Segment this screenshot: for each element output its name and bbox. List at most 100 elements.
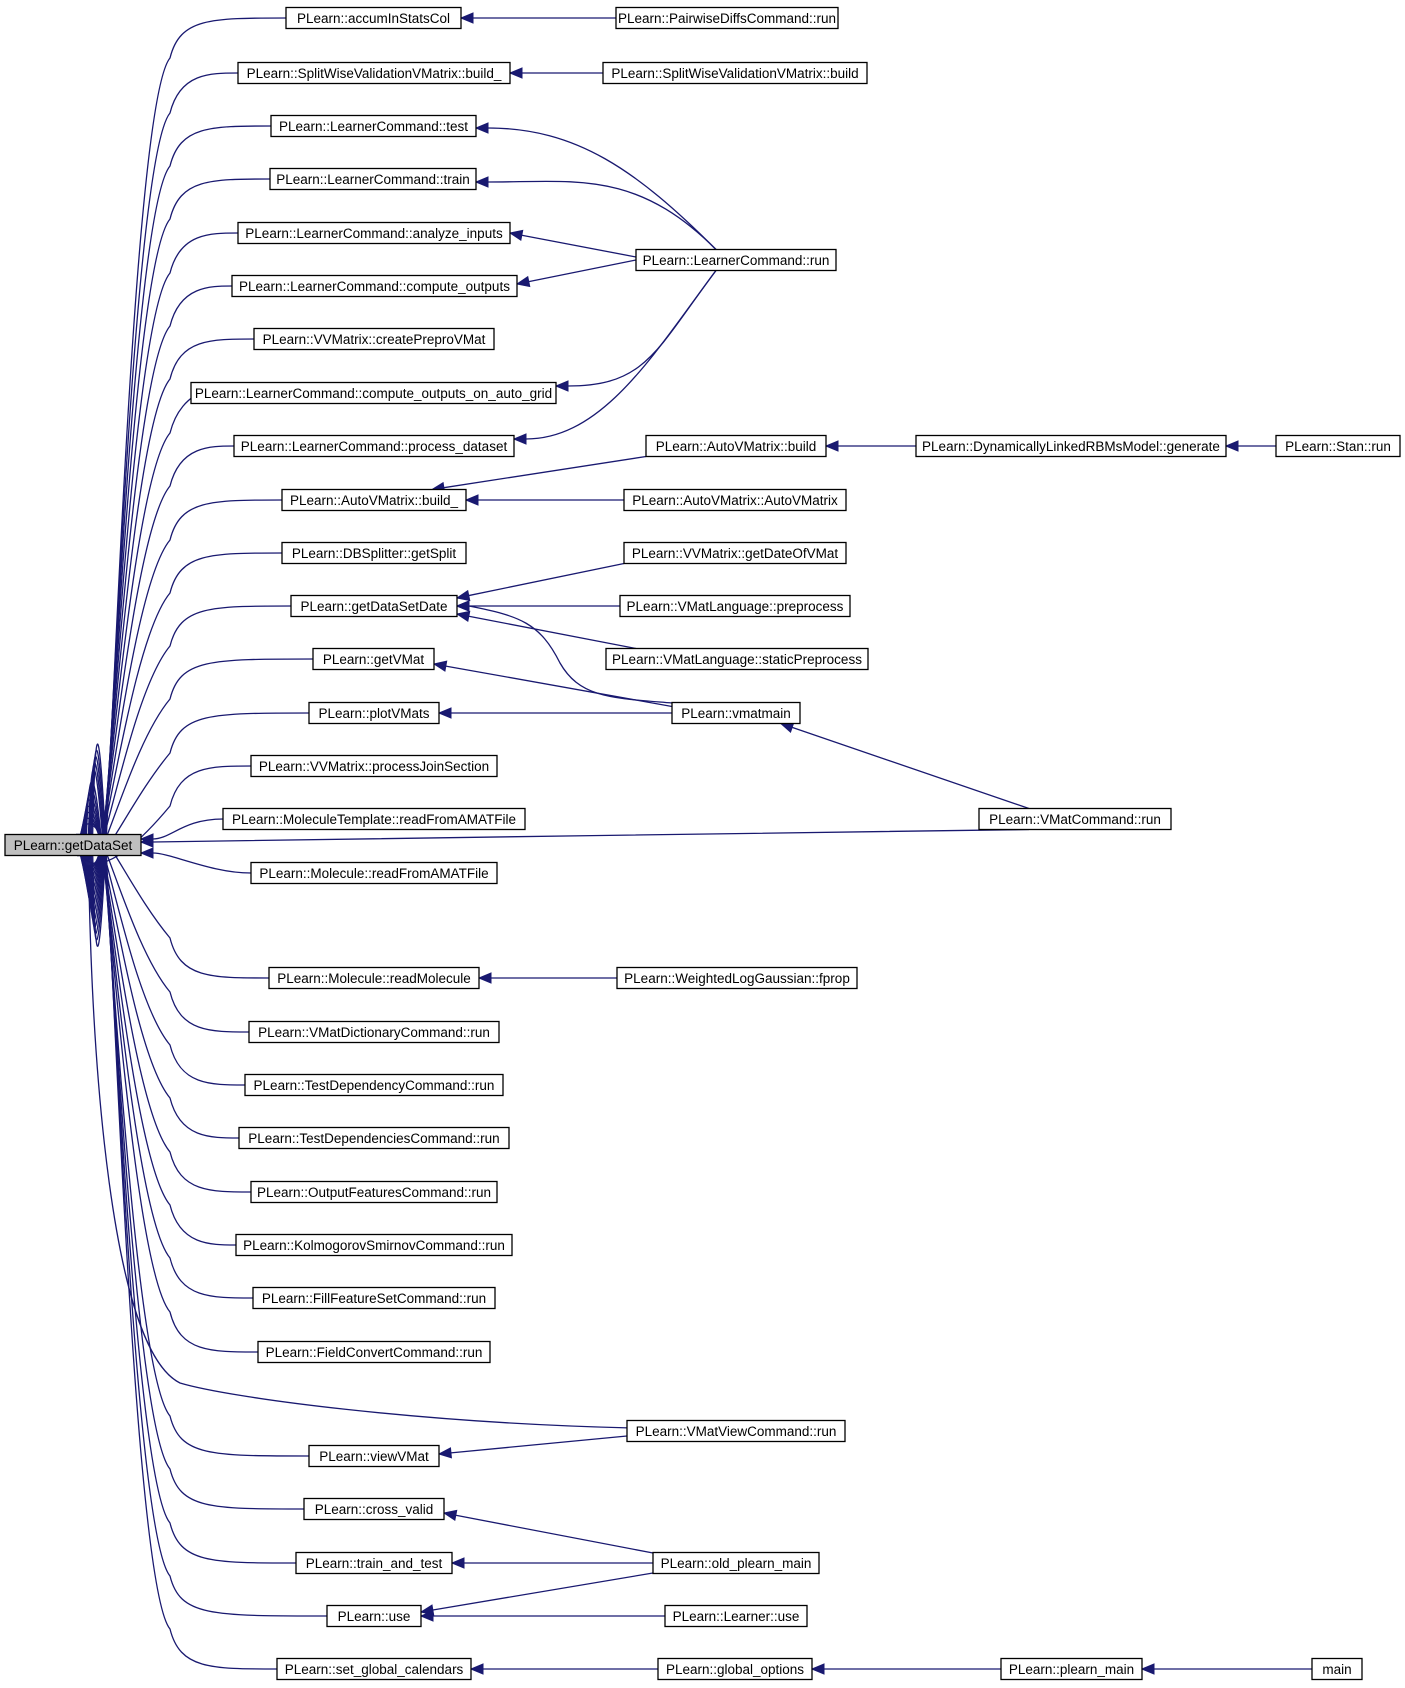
node-vmatCmdRun[interactable]: PLearn::VMatCommand::run [978,807,1172,831]
edge-vmatmain-to-plotVMats [437,707,672,719]
node-vvGetDate[interactable]: PLearn::VVMatrix::getDateOfVMat [623,541,847,565]
node-box [235,1233,513,1257]
node-box [915,434,1227,458]
node-getDataSet[interactable]: PLearn::getDataSet [4,833,142,857]
edge-globalOptions-to-setGlobalCal [469,1663,658,1675]
node-learnerUse[interactable]: PLearn::Learner::use [664,1604,808,1628]
node-dlrbmGenerate[interactable]: PLearn::DynamicallyLinkedRBMsModel::gene… [915,434,1227,458]
edge-vmatCmdRun-to-vmatmain [779,722,1030,810]
node-lcProcess[interactable]: PLearn::LearnerCommand::process_dataset [233,434,515,458]
node-box [1311,1657,1363,1681]
node-autoBuild[interactable]: PLearn::AutoVMatrix::build [645,434,827,458]
node-molReadMol[interactable]: PLearn::Molecule::readMolecule [268,966,480,990]
node-label: PLearn::plotVMats [318,706,429,721]
node-label: main [1322,1662,1351,1677]
node-box [231,274,518,298]
node-lcComputeGrid[interactable]: PLearn::LearnerCommand::compute_outputs_… [190,381,557,405]
node-box [312,647,435,671]
node-label: PLearn::TestDependenciesCommand::run [248,1131,499,1146]
node-globalOptions[interactable]: PLearn::global_options [657,1657,813,1681]
node-box [623,541,847,565]
node-vmViewRun[interactable]: PLearn::VMatViewCommand::run [626,1419,846,1443]
node-box [326,1604,422,1628]
node-label: PLearn::plearn_main [1009,1662,1134,1677]
node-box [616,966,858,990]
node-trainTest[interactable]: PLearn::train_and_test [295,1551,453,1575]
node-lcTest[interactable]: PLearn::LearnerCommand::test [270,114,477,138]
node-pairwiseDiffsRun[interactable]: PLearn::PairwiseDiffsCommand::run [615,6,839,30]
node-crossValid[interactable]: PLearn::cross_valid [303,1497,445,1521]
node-getDataSetDate[interactable]: PLearn::getDataSetDate [290,594,458,618]
node-label: PLearn::LearnerCommand::run [643,253,830,268]
node-label: PLearn::AutoVMatrix::build [656,439,817,454]
node-box [237,221,511,245]
edge-lcRun-to-lcProcess [512,270,717,445]
node-lcTrain[interactable]: PLearn::LearnerCommand::train [269,167,477,191]
node-box [190,381,557,405]
node-box [308,701,440,725]
node-vmlStatic[interactable]: PLearn::VMatLanguage::staticPreprocess [605,647,869,671]
node-box [250,754,498,778]
node-use[interactable]: PLearn::use [326,1604,422,1628]
node-molTplRead[interactable]: PLearn::MoleculeTemplate::readFromAMATFi… [222,807,526,831]
node-label: PLearn::FieldConvertCommand::run [266,1345,483,1360]
node-splitWiseBuild_[interactable]: PLearn::SplitWiseValidationVMatrix::buil… [237,61,511,85]
node-label: PLearn::getDataSet [14,838,133,853]
node-box [285,6,462,30]
node-vmatmain[interactable]: PLearn::vmatmain [671,701,801,725]
node-label: PLearn::getDataSetDate [300,599,447,614]
node-vmlPreprocess[interactable]: PLearn::VMatLanguage::preprocess [619,594,851,618]
node-label: PLearn::FillFeatureSetCommand::run [262,1291,486,1306]
node-vvCreatePrepro[interactable]: PLearn::VVMatrix::createPreproVMat [253,327,495,351]
node-lcCompute[interactable]: PLearn::LearnerCommand::compute_outputs [231,274,518,298]
node-box [615,6,839,30]
edge-autoBuild-to-autoBuild_ [430,455,647,494]
node-box [1000,1657,1143,1681]
node-fieldConvRun[interactable]: PLearn::FieldConvertCommand::run [257,1340,491,1364]
node-box [657,1657,813,1681]
node-stanRun[interactable]: PLearn::Stan::run [1275,434,1401,458]
node-dbGetSplit[interactable]: PLearn::DBSplitter::getSplit [281,541,467,565]
edge-pairwiseDiffsRun-to-accumInStatsCol [459,12,616,24]
node-autoBuild_[interactable]: PLearn::AutoVMatrix::build_ [281,488,467,512]
node-label: PLearn::AutoVMatrix::build_ [290,493,459,508]
node-label: PLearn::DynamicallyLinkedRBMsModel::gene… [922,439,1220,454]
node-label: PLearn::train_and_test [306,1556,443,1571]
node-testDepRun[interactable]: PLearn::TestDependencyCommand::run [244,1073,504,1097]
node-outFeatRun[interactable]: PLearn::OutputFeaturesCommand::run [250,1180,498,1204]
edge-lcRun-to-lcAnalyze [508,229,637,258]
node-getVMat[interactable]: PLearn::getVMat [312,647,435,671]
node-label: PLearn::LearnerCommand::compute_outputs_… [195,386,552,401]
node-lcAnalyze[interactable]: PLearn::LearnerCommand::analyze_inputs [237,221,511,245]
node-setGlobalCal[interactable]: PLearn::set_global_calendars [276,1657,472,1681]
node-box [619,594,851,618]
node-box [237,61,511,85]
node-accumInStatsCol[interactable]: PLearn::accumInStatsCol [285,6,462,30]
node-label: PLearn::set_global_calendars [285,1662,464,1677]
node-wlgFprop[interactable]: PLearn::WeightedLogGaussian::fprop [616,966,858,990]
node-splitWiseBuild[interactable]: PLearn::SplitWiseValidationVMatrix::buil… [602,61,868,85]
node-ksRun[interactable]: PLearn::KolmogorovSmirnovCommand::run [235,1233,513,1257]
node-vvJoin[interactable]: PLearn::VVMatrix::processJoinSection [250,754,498,778]
node-plearnMain[interactable]: PLearn::plearn_main [1000,1657,1143,1681]
node-label: PLearn::Molecule::readMolecule [277,971,471,986]
node-autoCtor[interactable]: PLearn::AutoVMatrix::AutoVMatrix [623,488,847,512]
node-box [270,114,477,138]
node-box [652,1551,820,1575]
node-label: PLearn::VVMatrix::createPreproVMat [263,332,486,347]
edge-learnerUse-to-use [419,1610,665,1622]
node-vmDictRun[interactable]: PLearn::VMatDictionaryCommand::run [248,1020,500,1044]
edge-lcRun-to-lcTest [474,122,717,250]
node-lcRun[interactable]: PLearn::LearnerCommand::run [635,248,837,272]
edge-vmatmain-to-getVMat [432,660,673,708]
node-oldMain[interactable]: PLearn::old_plearn_main [652,1551,820,1575]
node-label: PLearn::Molecule::readFromAMATFile [259,866,488,881]
node-label: PLearn::Learner::use [673,1609,800,1624]
node-molRead[interactable]: PLearn::Molecule::readFromAMATFile [250,861,498,885]
node-plotVMats[interactable]: PLearn::plotVMats [308,701,440,725]
node-fillFeatRun[interactable]: PLearn::FillFeatureSetCommand::run [252,1286,496,1310]
node-viewVMat[interactable]: PLearn::viewVMat [308,1444,440,1468]
node-main[interactable]: main [1311,1657,1363,1681]
node-testDepsRun[interactable]: PLearn::TestDependenciesCommand::run [238,1126,510,1150]
edge-setGlobalCal-to-getDataSet [86,743,278,1670]
